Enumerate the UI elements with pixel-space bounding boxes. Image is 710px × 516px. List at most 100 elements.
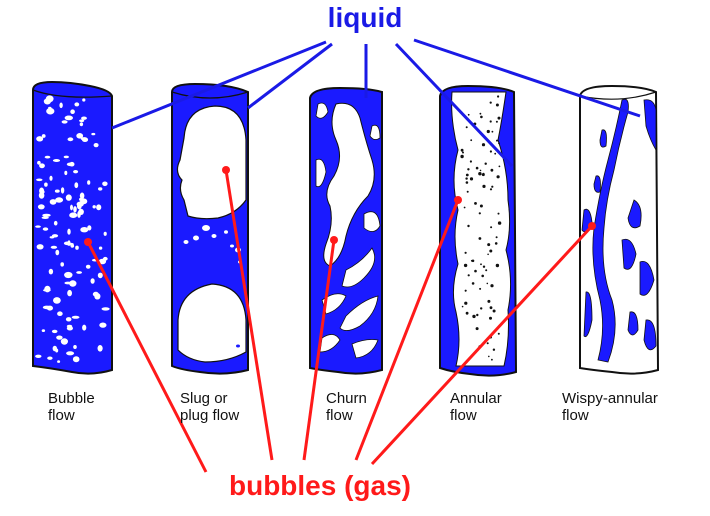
churn-flow-tube bbox=[309, 86, 383, 375]
gas-bubble bbox=[41, 216, 49, 219]
liquid-droplet bbox=[469, 177, 474, 181]
bubble-flow-tube bbox=[32, 80, 113, 375]
liquid-droplet bbox=[486, 282, 489, 285]
caption-line: Churn bbox=[326, 390, 367, 407]
gas-bubble bbox=[94, 293, 101, 300]
gas-bubble bbox=[72, 356, 80, 363]
gas-bubble bbox=[39, 163, 45, 169]
caption-annular-flow: Annular flow bbox=[450, 390, 502, 424]
gas-bubble bbox=[64, 170, 68, 176]
liquid-droplet bbox=[492, 309, 496, 313]
gas-bubble bbox=[99, 322, 107, 328]
gas-pointer-wispy bbox=[370, 224, 594, 466]
caption-wispy-annular-flow: Wispy-annular flow bbox=[562, 390, 658, 424]
liquid-droplet bbox=[466, 190, 469, 193]
gas-bubble bbox=[53, 220, 58, 226]
gas-bubble bbox=[70, 204, 73, 211]
liquid-pointer-wispy bbox=[413, 38, 641, 118]
gas-bubble bbox=[98, 187, 103, 191]
gas-bubble bbox=[81, 116, 87, 120]
slug-small-bubbles bbox=[183, 225, 242, 348]
liquid-droplet bbox=[496, 175, 500, 179]
liquid-droplet bbox=[470, 259, 473, 262]
gas-bubble bbox=[75, 245, 79, 250]
gas-bubble bbox=[66, 351, 75, 356]
gas-bubble bbox=[56, 335, 63, 340]
caption-line: flow bbox=[562, 407, 589, 424]
gas-bubble bbox=[97, 345, 103, 352]
gas-bubble bbox=[60, 187, 65, 194]
liquid-label: liquid bbox=[327, 2, 403, 33]
gas-bubble bbox=[67, 137, 74, 142]
gas-bubble bbox=[59, 102, 63, 109]
liquid-droplet bbox=[460, 154, 464, 159]
gas-bubble bbox=[57, 311, 63, 317]
gas-bubble bbox=[46, 107, 55, 115]
gas-bubble bbox=[43, 98, 52, 105]
gas-bubble bbox=[103, 231, 107, 236]
gas-bubble bbox=[64, 115, 74, 121]
gas-bubble bbox=[66, 324, 73, 328]
liquid-droplet bbox=[461, 305, 464, 308]
gas-bubble bbox=[82, 324, 87, 331]
liquid-droplet bbox=[485, 269, 488, 272]
gas-bubble bbox=[102, 181, 108, 187]
gas-bubble bbox=[91, 132, 96, 136]
liquid-droplet bbox=[482, 172, 485, 175]
gas-bubble bbox=[92, 205, 96, 209]
liquid-droplet bbox=[487, 299, 491, 303]
entrained-droplets bbox=[460, 95, 502, 361]
gas-bubble bbox=[47, 356, 53, 360]
gas-bubble bbox=[57, 360, 61, 363]
gas-bubble bbox=[44, 285, 51, 293]
liquid-pointer-bubble bbox=[111, 40, 327, 130]
gas-bubble bbox=[97, 272, 103, 279]
liquid-droplet bbox=[489, 316, 492, 320]
gas-bubble bbox=[96, 204, 102, 211]
caption-line: Bubble bbox=[48, 390, 95, 407]
gas-bubble bbox=[101, 307, 110, 311]
gas-bubble bbox=[76, 133, 84, 139]
liquid-droplet bbox=[467, 274, 470, 277]
annular-gas-core bbox=[451, 91, 512, 367]
liquid-droplet bbox=[489, 120, 492, 123]
liquid-droplet bbox=[497, 221, 502, 225]
gas-bubble bbox=[49, 199, 57, 205]
gas-bubble bbox=[50, 245, 58, 249]
gas-bubble bbox=[63, 155, 69, 159]
liquid-droplet bbox=[496, 139, 498, 142]
liquid-droplet bbox=[484, 162, 487, 165]
gas-bubble bbox=[52, 159, 61, 162]
liquid-droplet bbox=[467, 168, 470, 171]
liquid-droplet bbox=[497, 116, 501, 120]
caption-line: flow bbox=[450, 407, 477, 424]
liquid-droplet bbox=[487, 243, 491, 247]
gas-bubble bbox=[37, 160, 41, 165]
liquid-droplet bbox=[486, 129, 490, 134]
liquid-droplet bbox=[495, 263, 500, 268]
gas-bubble bbox=[87, 180, 91, 185]
gas-bubble bbox=[65, 317, 72, 322]
liquid-droplet bbox=[480, 263, 482, 266]
liquid-droplet bbox=[491, 185, 494, 188]
liquid-droplet bbox=[462, 151, 464, 154]
caption-line: flow bbox=[48, 407, 75, 424]
caption-line: flow bbox=[326, 407, 353, 424]
gas-bubble bbox=[80, 227, 89, 233]
liquid-droplet bbox=[463, 263, 468, 268]
liquid-droplet bbox=[495, 236, 498, 239]
gas-bubble bbox=[79, 122, 84, 127]
liquid-droplet bbox=[475, 327, 479, 331]
liquid-droplet bbox=[470, 139, 473, 142]
caption-line: Wispy-annular bbox=[562, 390, 658, 407]
liquid-droplet bbox=[489, 150, 492, 153]
gas-bubble bbox=[76, 271, 82, 274]
liquid-droplet bbox=[489, 101, 492, 104]
liquid-droplet bbox=[481, 274, 485, 278]
gas-pointer-slug bbox=[224, 169, 274, 461]
liquid-droplet bbox=[479, 204, 483, 208]
gas-bubble bbox=[60, 338, 68, 345]
liquid-droplet bbox=[479, 287, 482, 290]
gas-bubble bbox=[42, 227, 49, 231]
gas-bubble bbox=[36, 178, 43, 182]
